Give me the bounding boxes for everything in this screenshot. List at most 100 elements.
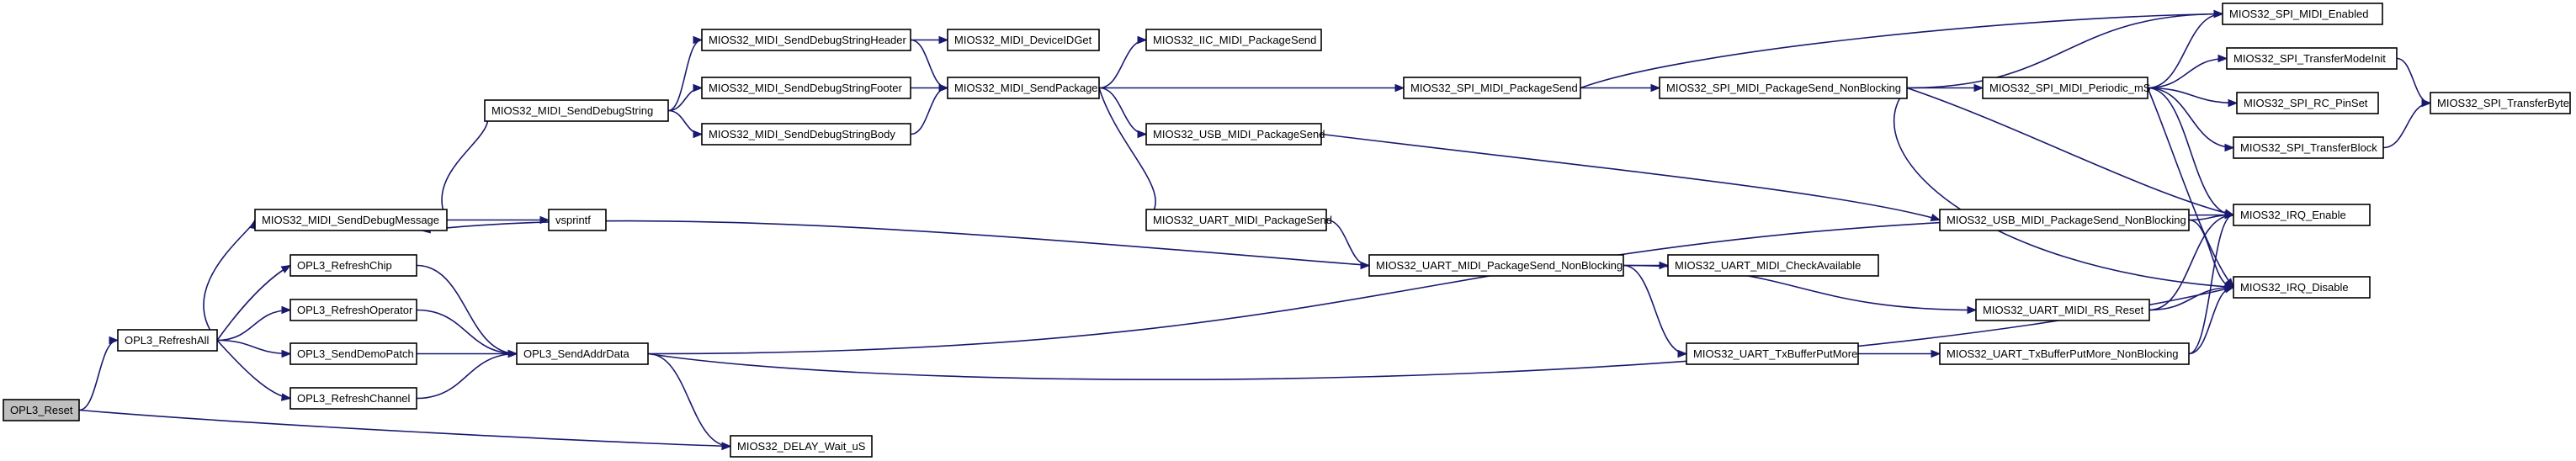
edge-mios32-spi-midi-periodic-ms-to-mios32-spi-rc-pinset xyxy=(2147,87,2239,108)
node-label: MIOS32_SPI_MIDI_Enabled xyxy=(2229,8,2368,20)
node-mios32-usb-midi-packagesend-nonblocking[interactable]: MIOS32_USB_MIDI_PackageSend_NonBlocking xyxy=(1939,209,2190,231)
edge-arrowhead xyxy=(1137,130,1148,139)
node-mios32-spi-transfermodeinit[interactable]: MIOS32_SPI_TransferModeInit xyxy=(2226,47,2398,70)
node-mios32-midi-sendpackage[interactable]: MIOS32_MIDI_SendPackage xyxy=(947,77,1100,99)
edge-line xyxy=(78,339,119,411)
edge-arrowhead xyxy=(1677,349,1688,358)
node-label: MIOS32_SPI_TransferModeInit xyxy=(2233,52,2386,65)
node-mios32-irq-enable[interactable]: MIOS32_IRQ_Enable xyxy=(2233,204,2371,226)
edge-opl3-sendaddrdata-to-mios32-irq-enable xyxy=(647,210,2235,355)
edge-mios32-uart-midi-packagesend-nonblocking-to-mios32-uart-txbufferputmore xyxy=(1623,264,1688,358)
node-label: MIOS32_UART_TxBufferPutMore_NonBlocking xyxy=(1947,347,2179,360)
edge-arrowhead xyxy=(1967,305,1978,315)
node-mios32-spi-midi-packagesend[interactable]: MIOS32_SPI_MIDI_PackageSend xyxy=(1403,77,1581,99)
edge-mios32-spi-midi-packagesend-nonblocking-to-mios32-irq-disable xyxy=(1893,87,2235,291)
node-mios32-spi-midi-periodic-ms[interactable]: MIOS32_SPI_MIDI_Periodic_mS xyxy=(1982,77,2151,99)
edge-arrowhead xyxy=(2224,210,2235,220)
edge-line xyxy=(1098,87,1156,221)
edge-arrowhead xyxy=(1137,35,1148,45)
node-label: MIOS32_SPI_RC_PinSet xyxy=(2244,97,2368,109)
node-opl3-refreshchip[interactable]: OPL3_RefreshChip xyxy=(289,254,417,277)
node-mios32-irq-disable[interactable]: MIOS32_IRQ_Disable xyxy=(2233,276,2371,299)
node-mios32-uart-txbufferputmore[interactable]: MIOS32_UART_TxBufferPutMore xyxy=(1686,342,1859,365)
node-box xyxy=(947,77,1100,99)
node-label: MIOS32_UART_MIDI_PackageSend xyxy=(1153,214,1332,226)
edge-arrowhead xyxy=(721,442,732,451)
edge-mios32-midi-senddebugstring-to-mios32-midi-senddebugstringbody xyxy=(667,109,704,139)
edge-mios32-midi-sendpackage-to-mios32-spi-midi-packagesend xyxy=(1099,83,1405,93)
node-mios32-midi-senddebugstringbody[interactable]: MIOS32_MIDI_SendDebugStringBody xyxy=(701,123,911,146)
node-mios32-midi-senddebugstringfooter[interactable]: MIOS32_MIDI_SendDebugStringFooter xyxy=(701,77,911,99)
edge-line xyxy=(647,352,731,448)
node-vsprintf[interactable]: vsprintf xyxy=(548,209,607,231)
node-mios32-delay-wait-us[interactable]: MIOS32_DELAY_Wait_uS xyxy=(730,435,873,458)
edge-line xyxy=(2188,286,2234,355)
node-label: MIOS32_IRQ_Disable xyxy=(2240,281,2349,294)
edge-line xyxy=(1320,133,1941,221)
edge-line xyxy=(2396,57,2431,104)
edge-mios32-midi-senddebugstring-to-mios32-midi-senddebugstringheader xyxy=(667,35,704,112)
node-mios32-uart-midi-rs-reset[interactable]: MIOS32_UART_MIDI_RS_Reset xyxy=(1975,299,2150,321)
node-mios32-uart-txbufferputmore-nonblocking[interactable]: MIOS32_UART_TxBufferPutMore_NonBlocking xyxy=(1939,342,2190,365)
node-box xyxy=(289,299,417,321)
edge-line xyxy=(216,339,291,400)
edge-arrowhead xyxy=(693,35,704,45)
node-box xyxy=(2430,92,2571,114)
edge-opl3-sendaddrdata-to-mios32-delay-wait-us xyxy=(647,352,732,451)
edge-line xyxy=(910,39,948,89)
node-mios32-spi-midi-enabled[interactable]: MIOS32_SPI_MIDI_Enabled xyxy=(2222,3,2383,25)
node-mios32-midi-deviceidget[interactable]: MIOS32_MIDI_DeviceIDGet xyxy=(947,29,1100,51)
node-mios32-midi-senddebugstring[interactable]: MIOS32_MIDI_SendDebugString xyxy=(484,99,669,122)
edge-opl3-reset-to-mios32-delay-wait-us xyxy=(78,409,732,450)
node-label: MIOS32_SPI_MIDI_PackageSend_NonBlocking xyxy=(1666,82,1901,94)
node-box xyxy=(701,29,911,51)
edge-mios32-spi-transfermodeinit-to-mios32-spi-transferbyte xyxy=(2396,57,2432,108)
node-box xyxy=(289,387,417,410)
node-label: MIOS32_MIDI_SendDebugMessage xyxy=(262,214,439,226)
edge-arrowhead xyxy=(2213,9,2224,19)
edge-line xyxy=(416,264,518,355)
edge-line xyxy=(78,409,731,448)
edge-arrowhead xyxy=(281,305,292,315)
edge-line xyxy=(1580,13,2223,89)
node-opl3-reset[interactable]: OPL3_Reset xyxy=(3,399,80,421)
node-box xyxy=(1403,77,1581,99)
node-mios32-midi-senddebugstringheader[interactable]: MIOS32_MIDI_SendDebugStringHeader xyxy=(701,29,911,51)
node-opl3-sendaddrdata[interactable]: OPL3_SendAddrData xyxy=(516,342,649,365)
node-box xyxy=(2222,3,2383,25)
edge-line xyxy=(421,220,1370,267)
node-label: MIOS32_MIDI_SendDebugString xyxy=(491,104,653,117)
edge-opl3-refreshall-to-opl3-refreshoperator xyxy=(216,305,292,342)
edge-opl3-refreshall-to-opl3-refreshchannel xyxy=(216,339,292,401)
node-opl3-refreshall[interactable]: OPL3_RefreshAll xyxy=(117,329,218,352)
node-mios32-iic-midi-packagesend[interactable]: MIOS32_IIC_MIDI_PackageSend xyxy=(1145,29,1322,51)
node-label: MIOS32_UART_MIDI_PackageSend_NonBlocking xyxy=(1376,259,1623,272)
edge-mios32-midi-senddebugstringheader-to-mios32-midi-sendpackage xyxy=(910,39,949,93)
edge-line xyxy=(2147,87,2238,104)
node-label: MIOS32_MIDI_DeviceIDGet xyxy=(954,34,1092,46)
edge-mios32-spi-midi-packagesend-nonblocking-to-mios32-irq-enable xyxy=(1906,87,2235,217)
node-box xyxy=(1667,254,1879,277)
node-mios32-spi-transferblock[interactable]: MIOS32_SPI_TransferBlock xyxy=(2233,136,2384,159)
node-opl3-refreshchannel[interactable]: OPL3_RefreshChannel xyxy=(289,387,417,410)
node-mios32-uart-midi-packagesend-nonblocking[interactable]: MIOS32_UART_MIDI_PackageSend_NonBlocking xyxy=(1368,254,1624,277)
edge-mios32-spi-midi-packagesend-nonblocking-to-mios32-spi-midi-enabled xyxy=(1906,9,2224,89)
node-box xyxy=(2233,136,2384,159)
node-mios32-spi-transferbyte[interactable]: MIOS32_SPI_TransferByte xyxy=(2430,92,2571,114)
node-mios32-uart-midi-checkavailable[interactable]: MIOS32_UART_MIDI_CheckAvailable xyxy=(1667,254,1879,277)
node-mios32-uart-midi-packagesend[interactable]: MIOS32_UART_MIDI_PackageSend xyxy=(1145,209,1332,231)
node-opl3-senddemopatch[interactable]: OPL3_SendDemoPatch xyxy=(289,342,417,365)
node-opl3-refreshoperator[interactable]: OPL3_RefreshOperator xyxy=(289,299,417,321)
node-label: MIOS32_SPI_TransferBlock xyxy=(2240,141,2377,154)
node-mios32-midi-senddebugmessage[interactable]: MIOS32_MIDI_SendDebugMessage xyxy=(254,209,448,231)
node-mios32-spi-midi-packagesend-nonblocking[interactable]: MIOS32_SPI_MIDI_PackageSend_NonBlocking xyxy=(1659,77,1908,99)
node-mios32-spi-rc-pinset[interactable]: MIOS32_SPI_RC_PinSet xyxy=(2236,92,2379,114)
node-box xyxy=(254,209,448,231)
edge-mios32-spi-transferblock-to-mios32-spi-transferbyte xyxy=(2382,98,2432,149)
node-box xyxy=(1939,342,2190,365)
edge-mios32-midi-senddebugstring-to-mios32-midi-senddebugstringfooter xyxy=(667,83,704,112)
edge-line xyxy=(216,309,291,342)
node-label: OPL3_RefreshChip xyxy=(297,259,392,272)
node-box xyxy=(1145,29,1322,51)
node-mios32-usb-midi-packagesend[interactable]: MIOS32_USB_MIDI_PackageSend xyxy=(1145,123,1325,146)
